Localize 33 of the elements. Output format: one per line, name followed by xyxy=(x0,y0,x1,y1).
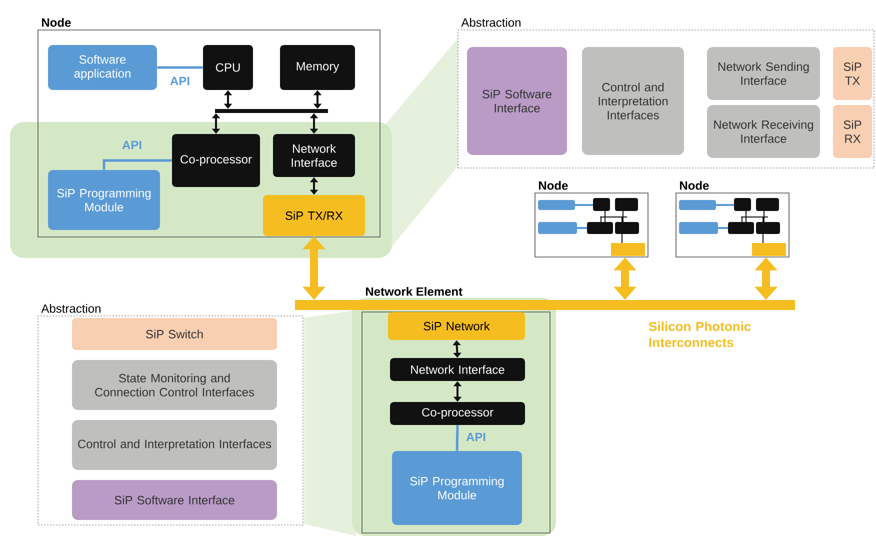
interface-box: Control and Interpretation Interfaces xyxy=(582,47,684,155)
bus-caption: Silicon Photonic Interconnects xyxy=(648,322,751,348)
sip-box: SiP Switch xyxy=(72,318,277,350)
interface-box: SiP Software Interface xyxy=(467,47,567,155)
module-box: SiP Programming Module xyxy=(392,451,522,525)
interface-box: State Monitoring and Connection Control Interfaces xyxy=(72,360,277,410)
hardware-box: CPU xyxy=(203,45,253,90)
hardware-box: Co-processor xyxy=(172,134,260,187)
module-box: Software application xyxy=(48,45,157,90)
hardware-box: Memory xyxy=(280,45,355,90)
box-heading: Abstraction xyxy=(41,304,100,313)
sip-box: SiP TX xyxy=(833,47,872,100)
box-heading: Node xyxy=(42,18,71,27)
box-heading: Node xyxy=(539,181,568,190)
box-heading: Abstraction xyxy=(461,18,520,27)
edge-label: API xyxy=(466,432,486,442)
connector xyxy=(456,425,459,451)
module-box: SiP Programming Module xyxy=(48,170,160,230)
interface-box: Control and Interpretation Interfaces xyxy=(72,420,277,470)
box-heading: Node xyxy=(680,181,709,190)
edge-label: API xyxy=(122,140,142,150)
transceiver-box: SiP Network xyxy=(388,312,525,340)
connector xyxy=(102,159,172,170)
hardware-box: Network Interface xyxy=(273,134,355,177)
connector xyxy=(157,66,203,69)
hardware-box: Network Interface xyxy=(390,358,525,381)
interface-box: Network Sending Interface xyxy=(707,47,820,100)
box-heading: Network Element xyxy=(366,287,462,296)
interface-box: SiP Software Interface xyxy=(72,480,277,520)
interface-box: Network Receiving Interface xyxy=(707,105,820,158)
hardware-box: Co-processor xyxy=(390,402,525,425)
sip-box: SiP RX xyxy=(833,105,872,158)
edge-label: API xyxy=(170,76,190,86)
